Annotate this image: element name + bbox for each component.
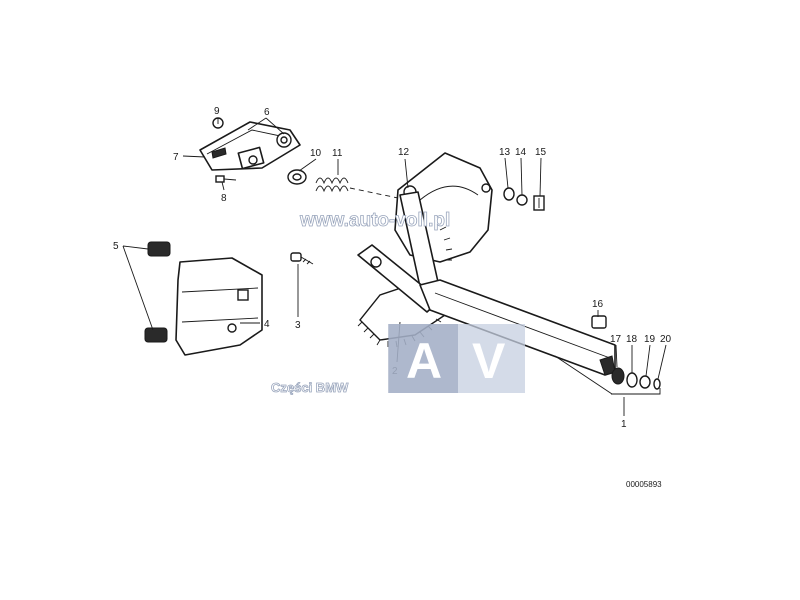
clip-5-lower xyxy=(144,327,168,343)
callout-7: 7 xyxy=(173,152,179,163)
callout-14: 14 xyxy=(515,147,527,158)
callout-4: 4 xyxy=(264,319,270,330)
callout-8: 8 xyxy=(221,193,227,204)
callout-1: 1 xyxy=(621,419,627,430)
watermark-caption: Części BMW xyxy=(271,380,349,395)
callout-3: 3 xyxy=(295,320,301,331)
clip-5-upper xyxy=(147,241,171,257)
nut-14 xyxy=(516,194,528,206)
bolt-16 xyxy=(591,315,607,329)
callout-9: 9 xyxy=(214,106,220,117)
washer-13 xyxy=(503,187,515,201)
callout-15: 15 xyxy=(535,147,547,158)
bolt-15 xyxy=(533,195,545,211)
hinge-bracket-assembly xyxy=(199,117,301,171)
callout-18: 18 xyxy=(626,334,638,345)
callout-17: 17 xyxy=(610,334,622,345)
callout-20: 20 xyxy=(660,334,672,345)
screw-3 xyxy=(290,252,314,265)
callout-13: 13 xyxy=(499,147,511,158)
callout-10: 10 xyxy=(310,148,322,159)
watermark-logo-left: A xyxy=(406,333,442,389)
callout-16: 16 xyxy=(592,299,604,310)
watermark-site-url: www.auto-voll.pl xyxy=(299,210,450,231)
callout-12: 12 xyxy=(398,147,410,158)
spacer-17 xyxy=(611,367,625,385)
spring-11 xyxy=(315,177,349,193)
callout-5: 5 xyxy=(113,241,119,252)
leader-lines xyxy=(122,117,667,416)
washer-19 xyxy=(639,375,651,389)
bush-18 xyxy=(626,372,638,388)
clip-20 xyxy=(653,378,661,390)
mounting-bracket-4 xyxy=(175,257,263,356)
callout-6: 6 xyxy=(264,107,270,118)
bolt-8 xyxy=(215,175,237,183)
washer-10 xyxy=(287,169,307,185)
watermark-logo-right: V xyxy=(472,333,506,389)
callout-19: 19 xyxy=(644,334,656,345)
diagram-id-code: 00005893 xyxy=(626,480,662,489)
watermark-logo: A V xyxy=(388,324,525,393)
callout-11: 11 xyxy=(332,148,343,159)
